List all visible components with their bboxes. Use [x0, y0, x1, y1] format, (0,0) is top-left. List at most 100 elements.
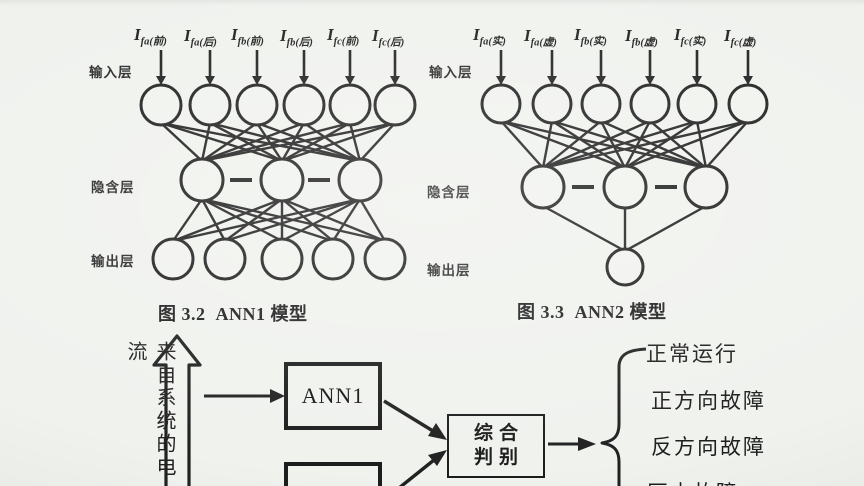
- fig1-input-node: [188, 83, 232, 127]
- fig2-in-hid-link: [705, 120, 749, 169]
- fig1-in-hid-link: [160, 122, 203, 162]
- fig1-input-label-0: Ifa(前): [134, 25, 167, 48]
- flow-arrowhead: [578, 437, 596, 451]
- fig2-input-arrowhead: [596, 76, 606, 85]
- fig2-hidden-node: [520, 164, 566, 210]
- fig1-output-node: [151, 237, 195, 281]
- fig2-in-hid-link: [542, 119, 651, 170]
- fig2-in-hid-link: [500, 119, 626, 170]
- fig1-input-arrowhead: [299, 76, 309, 85]
- fig1-in-hid-link: [348, 122, 362, 162]
- fig2-hid-out-link: [624, 204, 707, 253]
- current-symbol: I: [327, 25, 334, 44]
- judge-box: 综合 判别: [447, 414, 545, 478]
- fig2-input-arrowhead: [496, 76, 506, 85]
- fig2-hidden-node: [683, 164, 729, 210]
- fig1-output-node: [311, 237, 355, 281]
- fig1-input-layer-label: 输入层: [89, 65, 133, 80]
- judge-box-line1: 综合: [473, 423, 524, 445]
- current-symbol: I: [372, 26, 379, 45]
- fig1-in-hid-link: [256, 121, 361, 163]
- flow-arrowhead: [428, 423, 447, 440]
- fig2-input-arrowhead: [547, 76, 557, 85]
- fig1-hid-out-link: [172, 197, 361, 243]
- fig2-in-hid-link: [541, 120, 554, 169]
- current-symbol: I: [674, 25, 681, 44]
- fig2-in-hid-link: [599, 120, 627, 169]
- fig1-in-hid-link: [201, 121, 351, 163]
- fig2-in-hid-link: [624, 119, 698, 170]
- fig2-hidden-node: [602, 164, 648, 210]
- fig1-hid-out-link: [172, 197, 283, 243]
- fig1-input-arrowhead: [156, 76, 166, 85]
- fig1-in-hid-link: [201, 122, 258, 162]
- fig1-input-label-5: Ifc(后): [372, 26, 404, 49]
- ann1-box-label: ANN1: [301, 383, 365, 408]
- flow-source-label: 来自系统的电流: [124, 341, 175, 479]
- fig2-in-hid-link: [695, 120, 708, 169]
- flow-arrow-ann1-judge: [383, 399, 434, 433]
- fig2-caption: 图 3.3 ANN2 模型: [517, 302, 667, 322]
- fig1-output-node: [260, 237, 304, 281]
- fig2-in-hid-link: [624, 119, 749, 170]
- fig1-in-hid-link: [201, 121, 396, 163]
- current-symbol: I: [574, 25, 581, 44]
- fig1-hid-out-link: [200, 198, 227, 242]
- current-subscript: fb(实): [580, 36, 607, 48]
- current-subscript: fb(后): [286, 37, 313, 49]
- fig2-hidden-layer-label: 隐含层: [427, 185, 471, 200]
- fig2-in-hid-link: [500, 120, 544, 169]
- current-symbol: I: [231, 25, 238, 44]
- fig1-in-hid-link: [209, 121, 283, 163]
- fig2-input-arrowhead: [692, 76, 702, 85]
- fig1-input-node: [328, 83, 372, 127]
- fig1-hid-out-link: [172, 198, 203, 242]
- fig1-in-hid-link: [303, 122, 361, 162]
- fig2-in-hid-link: [542, 120, 602, 169]
- fig2-hid-out-link: [542, 204, 626, 253]
- fig1-hid-out-link: [281, 198, 334, 242]
- ann2-box-partial: [284, 462, 382, 486]
- fig2-in-hid-link: [542, 119, 749, 170]
- fig1-hidden-layer-label: 隐含层: [91, 180, 135, 195]
- current-subscript: fa(虚): [530, 37, 557, 49]
- fig2-output-node: [605, 247, 645, 287]
- outcome-brace: [600, 347, 647, 486]
- fig2-input-node: [580, 83, 622, 125]
- fig2-input-label-4: Ifc(实): [674, 25, 706, 48]
- fig1-in-hid-link: [201, 121, 305, 163]
- fig1-input-arrowhead: [390, 76, 400, 85]
- fig2-in-hid-link: [551, 119, 707, 170]
- fig1-input-label-3: Ifb(后): [280, 26, 313, 49]
- fig1-hid-out-link: [331, 198, 362, 242]
- fig1-in-hid-link: [160, 121, 361, 163]
- fig1-input-node: [282, 83, 326, 127]
- fig1-input-arrowhead: [345, 76, 355, 85]
- current-symbol: I: [184, 26, 191, 45]
- fig1-input-label-2: Ifb(前): [231, 25, 264, 48]
- fig2-input-label-0: Ifa(实): [473, 25, 506, 48]
- fig1-in-hid-link: [359, 122, 396, 162]
- fig1-input-node: [373, 83, 417, 127]
- current-symbol: I: [134, 25, 141, 44]
- fig1-input-label-4: Ifc(前): [327, 25, 359, 48]
- current-symbol: I: [524, 26, 531, 45]
- fig1-in-hid-link: [281, 121, 351, 163]
- fig1-in-hid-link: [255, 122, 284, 162]
- fig2-in-hid-link: [500, 119, 707, 170]
- current-symbol: I: [724, 26, 731, 45]
- fig1-hid-out-link: [281, 197, 361, 243]
- fig2-in-hid-link: [542, 119, 698, 170]
- fig2-input-label-2: Ifb(实): [574, 25, 607, 48]
- fig2-in-hid-link: [623, 120, 652, 169]
- fig1-hid-out-link: [224, 198, 283, 242]
- fig1-hidden-node: [179, 157, 225, 203]
- fig1-hid-out-link: [358, 198, 387, 242]
- fig1-input-node: [139, 83, 183, 127]
- ann1-box: ANN1: [284, 362, 382, 430]
- outcome-reverse-fault: 反方向故障: [651, 436, 766, 459]
- fig2-input-label-1: Ifa(虚): [524, 26, 557, 49]
- current-symbol: I: [625, 26, 632, 45]
- fig1-caption: 图 3.2 ANN1 模型: [158, 304, 308, 324]
